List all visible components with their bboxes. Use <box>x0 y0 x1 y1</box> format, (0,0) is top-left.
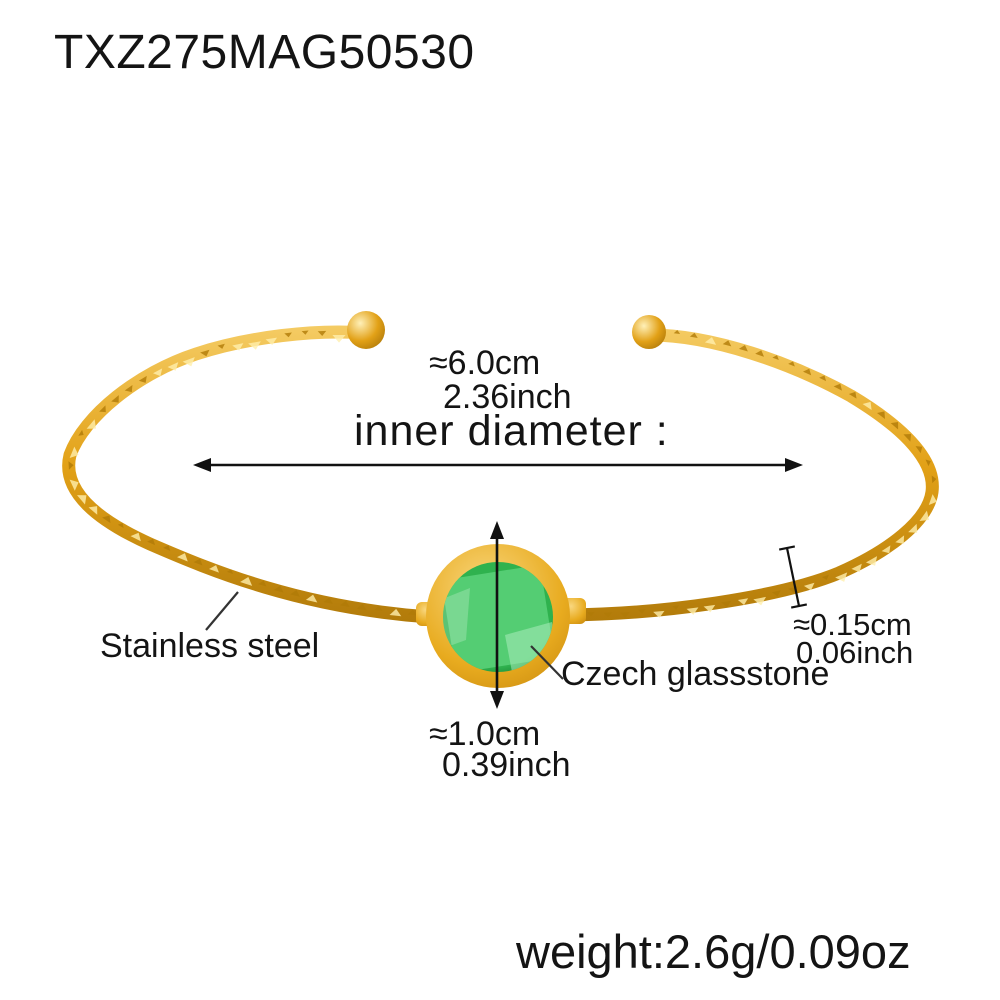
bangle-band-right <box>561 328 939 622</box>
material-label: Stainless steel <box>100 627 320 665</box>
stone-leader-line <box>530 645 564 680</box>
inner-diameter-metric: ≈6.0cm <box>429 344 541 382</box>
band-end-ball-right <box>632 315 666 349</box>
material-leader-line <box>205 591 239 631</box>
thickness-imperial: 0.06inch <box>796 635 914 670</box>
inner-diameter-arrow <box>193 458 803 472</box>
stone-label: Czech glassstone <box>561 655 830 693</box>
band-hammered-texture <box>68 329 937 618</box>
thickness-metric: ≈0.15cm <box>793 607 912 642</box>
sku-text: TXZ275MAG50530 <box>54 26 475 79</box>
band-end-ball-left <box>347 311 385 349</box>
weight-text: weight:2.6g/0.09oz <box>516 925 911 978</box>
stone-size-metric: ≈1.0cm <box>429 715 541 753</box>
stone-height-arrow <box>490 521 504 709</box>
thickness-measure-line <box>778 545 808 609</box>
inner-diameter-label: inner diameter : <box>354 407 669 455</box>
stone-size-imperial: 0.39inch <box>442 746 571 784</box>
stone-glint <box>443 588 470 648</box>
bangle-band <box>62 325 939 624</box>
bangle-band-left <box>62 325 437 624</box>
inner-diameter-imperial: 2.36inch <box>443 378 572 416</box>
